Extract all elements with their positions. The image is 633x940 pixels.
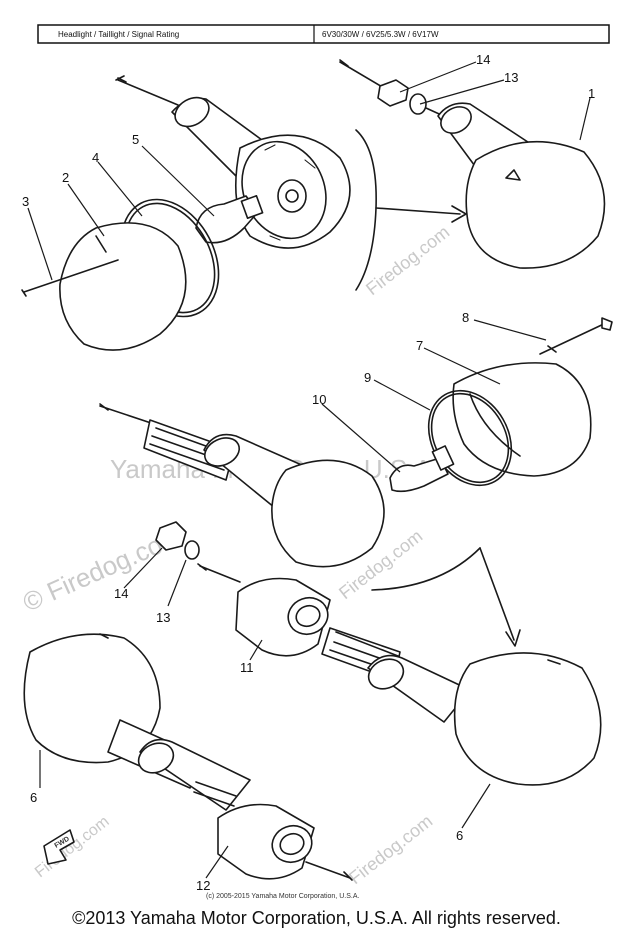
upper-right-assembly <box>339 59 606 269</box>
callout-14-upper: 14 <box>476 52 490 67</box>
callout-2: 2 <box>62 170 69 185</box>
middle-assembly <box>99 403 385 568</box>
rating-table: Headlight / Taillight / Signal Rating 6V… <box>37 24 610 44</box>
leader-lines <box>27 61 591 879</box>
part-numbers: 1 2 3 4 5 6 6 7 8 9 10 11 12 13 13 14 14 <box>22 52 595 893</box>
callout-7: 7 <box>416 338 423 353</box>
callout-13-lower: 13 <box>156 610 170 625</box>
callout-9: 9 <box>364 370 371 385</box>
footer-copyright: ©2013 Yamaha Motor Corporation, U.S.A. A… <box>72 908 561 928</box>
watermark-site-faint-4: Firedog.com <box>345 811 436 888</box>
callout-6-right: 6 <box>456 828 463 843</box>
lower-left-assembly: FWD <box>23 633 353 881</box>
lower-right-assembly <box>155 521 602 786</box>
callout-12: 12 <box>196 878 210 893</box>
rating-label: Headlight / Taillight / Signal Rating <box>58 30 179 39</box>
callout-4: 4 <box>92 150 99 165</box>
middle-exploded-lens <box>389 317 613 493</box>
watermark-site-faint-1: Firedog.com <box>362 222 453 299</box>
callout-14-lower: 14 <box>114 586 128 601</box>
callout-1: 1 <box>588 86 595 101</box>
callout-10: 10 <box>312 392 326 407</box>
assembly-arrow-upper <box>355 129 467 291</box>
callout-13-upper: 13 <box>504 70 518 85</box>
small-copyright: (c) 2005-2015 Yamaha Motor Corporation, … <box>206 893 359 900</box>
callout-3: 3 <box>22 194 29 209</box>
assembly-arrow-middle <box>371 547 521 647</box>
callout-6-left: 6 <box>30 790 37 805</box>
callout-5: 5 <box>132 132 139 147</box>
callout-8: 8 <box>462 310 469 325</box>
callout-11: 11 <box>240 660 254 675</box>
upper-left-assembly <box>21 75 351 351</box>
rating-value: 6V30/30W / 6V25/5.3W / 6V17W <box>322 30 439 39</box>
